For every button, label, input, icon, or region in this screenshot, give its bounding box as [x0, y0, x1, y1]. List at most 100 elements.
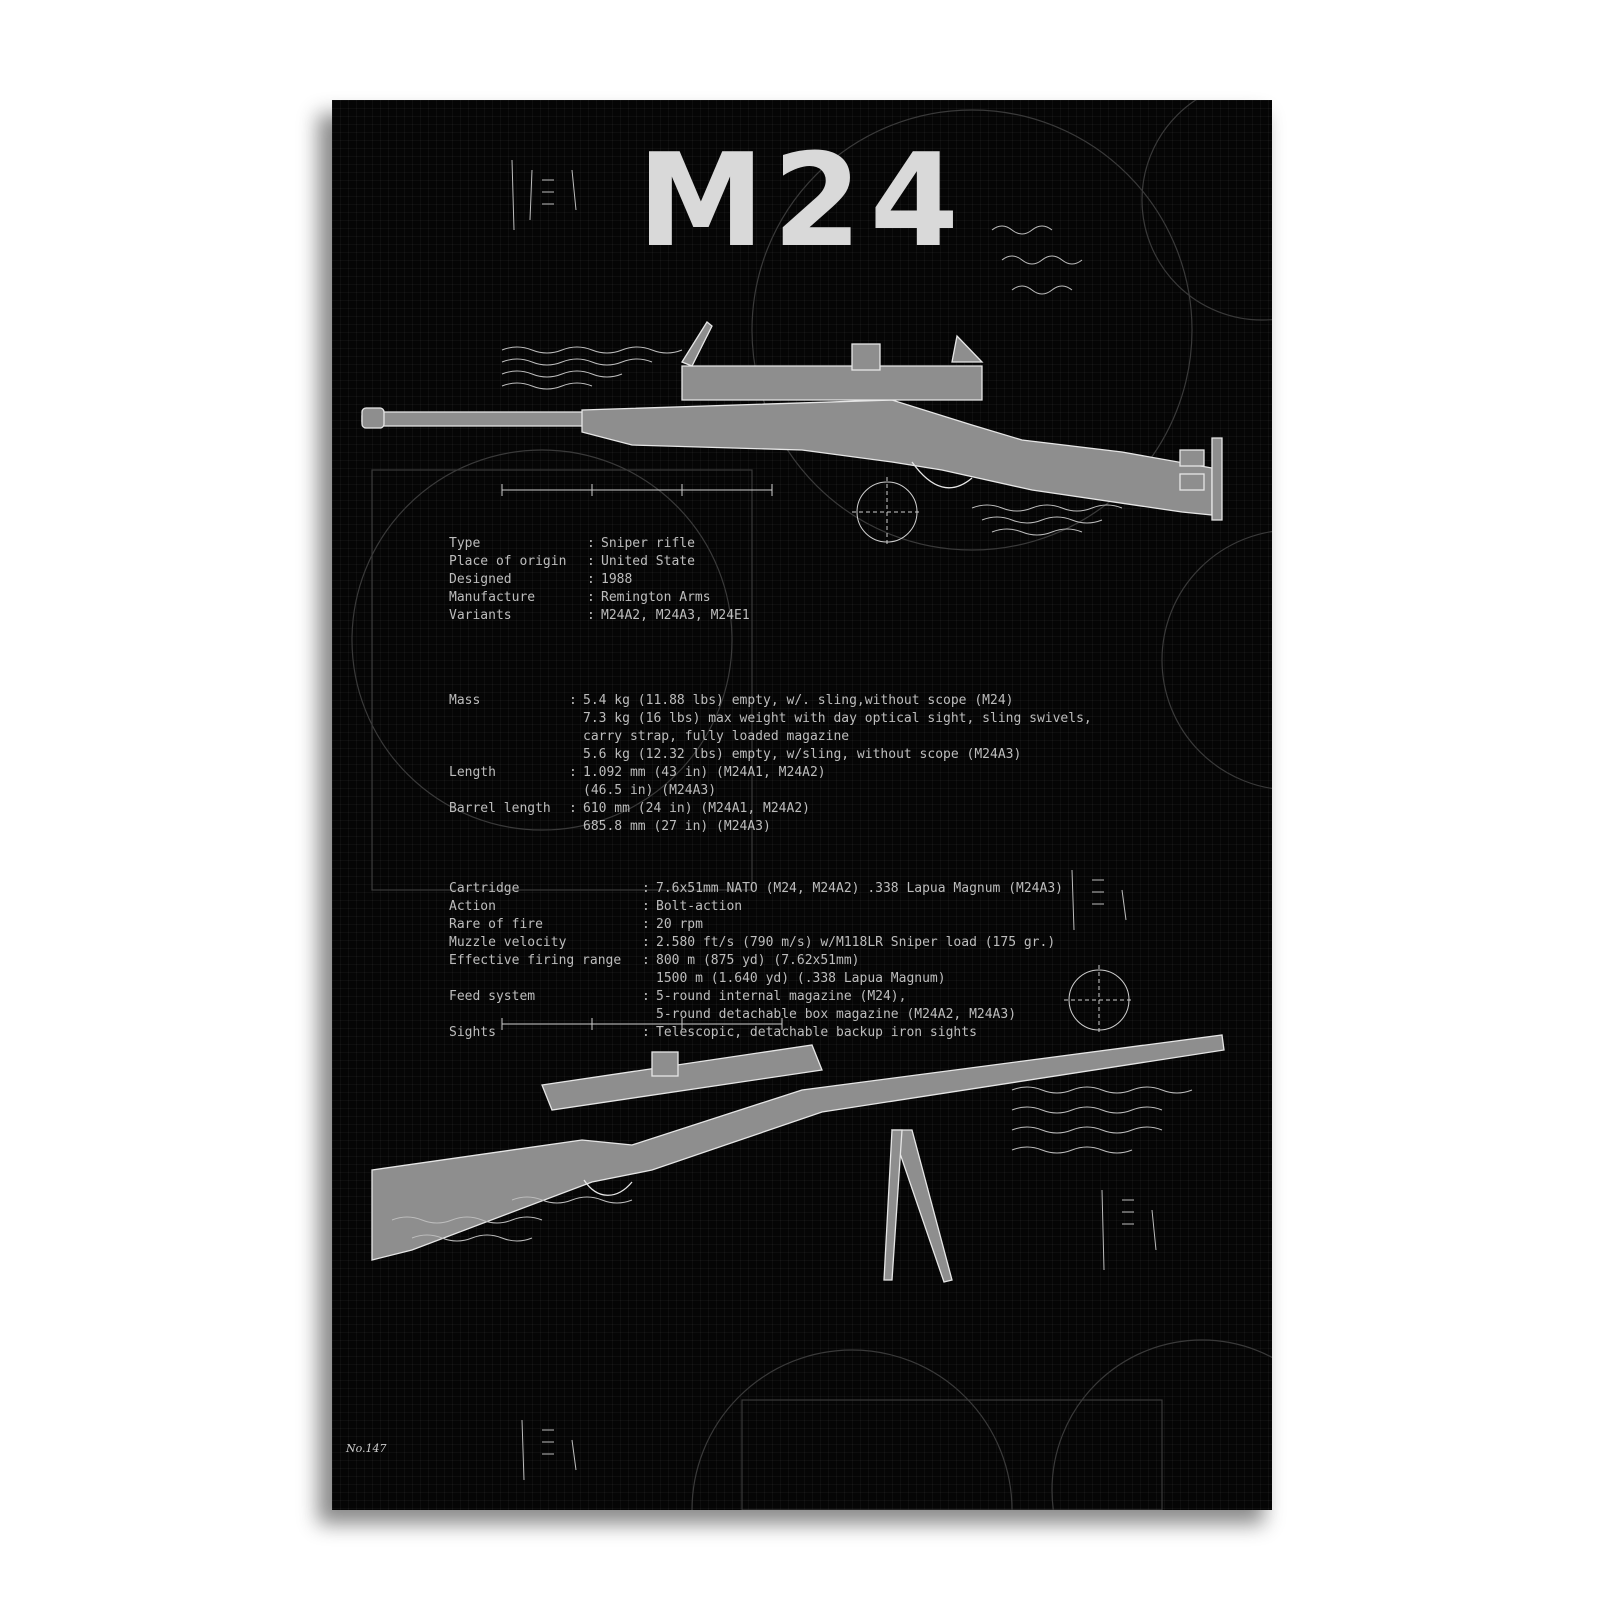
spec-label: Barrel length — [449, 801, 551, 816]
spec-separator: : — [642, 881, 650, 896]
spec-row: Sights: Telescopic, detachable backup iro… — [449, 1024, 1063, 1042]
construction-circle — [1161, 530, 1272, 790]
spec-row: Type: Sniper rifle — [449, 535, 750, 553]
equation-notes — [991, 225, 1083, 295]
spec-row: Rare of fire:20 rpm — [449, 916, 1063, 934]
spec-values: 800 m (875 yd) (7.62x51mm) 1500 m (1.640 … — [656, 952, 946, 988]
spec-value-line: 7.6x51mm NATO (M24, M24A2) .338 Lapua Ma… — [656, 881, 1063, 896]
spec-row: Place of origin: United State — [449, 553, 750, 571]
spec-value-line: Telescopic, detachable backup iron sight… — [656, 1025, 977, 1040]
construction-circle — [691, 1349, 1013, 1510]
spec-separator: : — [587, 536, 595, 551]
spec-row: Muzzle velocity:2.580 ft/s (790 m/s) w/M… — [449, 934, 1063, 952]
spec-value-line: 5.6 kg (12.32 lbs) empty, w/sling, witho… — [583, 747, 1022, 762]
spec-row: Mass:5.4 kg (11.88 lbs) empty, w/. sling… — [449, 692, 1092, 764]
handwriting-notes — [1011, 1086, 1193, 1154]
spec-separator: : — [642, 989, 650, 1004]
margin-notes — [1071, 869, 1127, 931]
spec-row: Feed system:5-round internal magazine (M… — [449, 988, 1063, 1024]
spec-row: Manufacture: Remington Arms — [449, 589, 750, 607]
handwriting-notes — [391, 1196, 633, 1242]
spec-label: Type — [449, 536, 481, 551]
spec-label: Effective firing range — [449, 953, 622, 968]
spec-value-line: 1500 m (1.640 yd) (.338 Lapua Magnum) — [656, 971, 946, 986]
spec-row: Barrel length:610 mm (24 in) (M24A1, M24… — [449, 800, 1092, 836]
rifle-illustration-top — [361, 321, 1223, 521]
spec-values: Bolt-action — [656, 898, 742, 916]
spec-value: Remington Arms — [601, 590, 711, 605]
spec-values: 20 rpm — [656, 916, 703, 934]
spec-value-line: 685.8 mm (27 in) (M24A3) — [583, 819, 771, 834]
spec-value: Sniper rifle — [601, 536, 695, 551]
spec-separator: : — [569, 765, 577, 780]
spec-separator: : — [642, 953, 650, 968]
spec-values: 7.6x51mm NATO (M24, M24A2) .338 Lapua Ma… — [656, 880, 1063, 898]
spec-label: Manufacture — [449, 590, 536, 605]
spec-separator: : — [569, 693, 577, 708]
construction-circle — [351, 449, 733, 831]
physical-specs: Mass:5.4 kg (11.88 lbs) empty, w/. sling… — [449, 692, 1092, 836]
spec-separator: : — [587, 590, 595, 605]
spec-label: Place of origin — [449, 554, 567, 569]
spec-label: Designed — [449, 572, 512, 587]
spec-label: Cartridge — [449, 881, 520, 896]
spec-value-line: Bolt-action — [656, 899, 743, 914]
spec-row: Length:1.092 mm (43 in) (M24A1, M24A2) (4… — [449, 764, 1092, 800]
spec-value-line: 610 mm (24 in) (M24A1, M24A2) — [583, 801, 810, 816]
construction-frame — [371, 469, 753, 891]
margin-notes — [521, 1419, 577, 1481]
spec-values: 610 mm (24 in) (M24A1, M24A2) 685.8 mm (2… — [583, 800, 810, 836]
spec-label: Feed system — [449, 989, 536, 1004]
performance-specs: Cartridge:7.6x51mm NATO (M24, M24A2) .33… — [449, 880, 1063, 1042]
spec-label: Variants — [449, 608, 512, 623]
spec-value-line: 20 rpm — [656, 917, 703, 932]
spec-value-line: 2.580 ft/s (790 m/s) w/M118LR Sniper loa… — [656, 935, 1056, 950]
spec-value-line: 5-round detachable box magazine (M24A2, … — [656, 1007, 1017, 1022]
spec-values: 2.580 ft/s (790 m/s) w/M118LR Sniper loa… — [656, 934, 1055, 952]
spec-label: Rare of fire — [449, 917, 543, 932]
construction-frame — [741, 1399, 1163, 1510]
spec-row: Variants:M24A2, M24A3, M24E1 — [449, 607, 750, 625]
spec-value-line: 5.4 kg (11.88 lbs) empty, w/. sling,with… — [583, 693, 1014, 708]
dimension-line — [501, 1018, 783, 1030]
spec-separator: : — [569, 801, 577, 816]
spec-separator: : — [587, 608, 595, 623]
spec-label: Length — [449, 765, 496, 780]
spec-row: Cartridge:7.6x51mm NATO (M24, M24A2) .33… — [449, 880, 1063, 898]
spec-values: Telescopic, detachable backup iron sight… — [656, 1024, 977, 1042]
spec-separator: : — [587, 572, 595, 587]
margin-notes — [511, 159, 577, 231]
spec-label: Mass — [449, 693, 481, 708]
spec-separator: : — [642, 899, 650, 914]
spec-separator: : — [587, 554, 595, 569]
spec-value-line: (46.5 in) (M24A3) — [583, 783, 717, 798]
spec-value: 1988 — [601, 572, 633, 587]
handwriting-notes — [501, 346, 683, 390]
plate-number: No.147 — [346, 1442, 387, 1455]
spec-value-line: 1.092 mm (43 in) (M24A1, M24A2) — [583, 765, 826, 780]
construction-circle — [1141, 100, 1272, 321]
spec-values: 1.092 mm (43 in) (M24A1, M24A2) (46.5 in)… — [583, 764, 826, 800]
spec-separator: : — [642, 935, 650, 950]
spec-separator: : — [642, 917, 650, 932]
margin-notes — [1101, 1189, 1157, 1271]
spec-row: Effective firing range:800 m (875 yd) (7… — [449, 952, 1063, 988]
spec-label: Action — [449, 899, 496, 914]
spec-value-line: carry strap, fully loaded magazine — [583, 729, 850, 744]
rifle-illustration-bottom — [371, 1034, 1225, 1283]
spec-label: Sights — [449, 1025, 496, 1040]
spec-separator: : — [642, 1025, 650, 1040]
spec-values: 5-round internal magazine (M24), 5-round … — [656, 988, 1016, 1024]
spec-row: Designed:1988 — [449, 571, 750, 589]
handwriting-notes — [971, 504, 1123, 536]
spec-label: Muzzle velocity — [449, 935, 567, 950]
spec-value-line: 7.3 kg (16 lbs) max weight with day opti… — [583, 711, 1092, 726]
spec-value: United State — [601, 554, 695, 569]
spec-row: Action: Bolt-action — [449, 898, 1063, 916]
blueprint-artwork — [351, 100, 1272, 1510]
spec-value-line: 5-round internal magazine (M24), — [656, 989, 907, 1004]
spec-value-line: 800 m (875 yd) (7.62x51mm) — [656, 953, 860, 968]
